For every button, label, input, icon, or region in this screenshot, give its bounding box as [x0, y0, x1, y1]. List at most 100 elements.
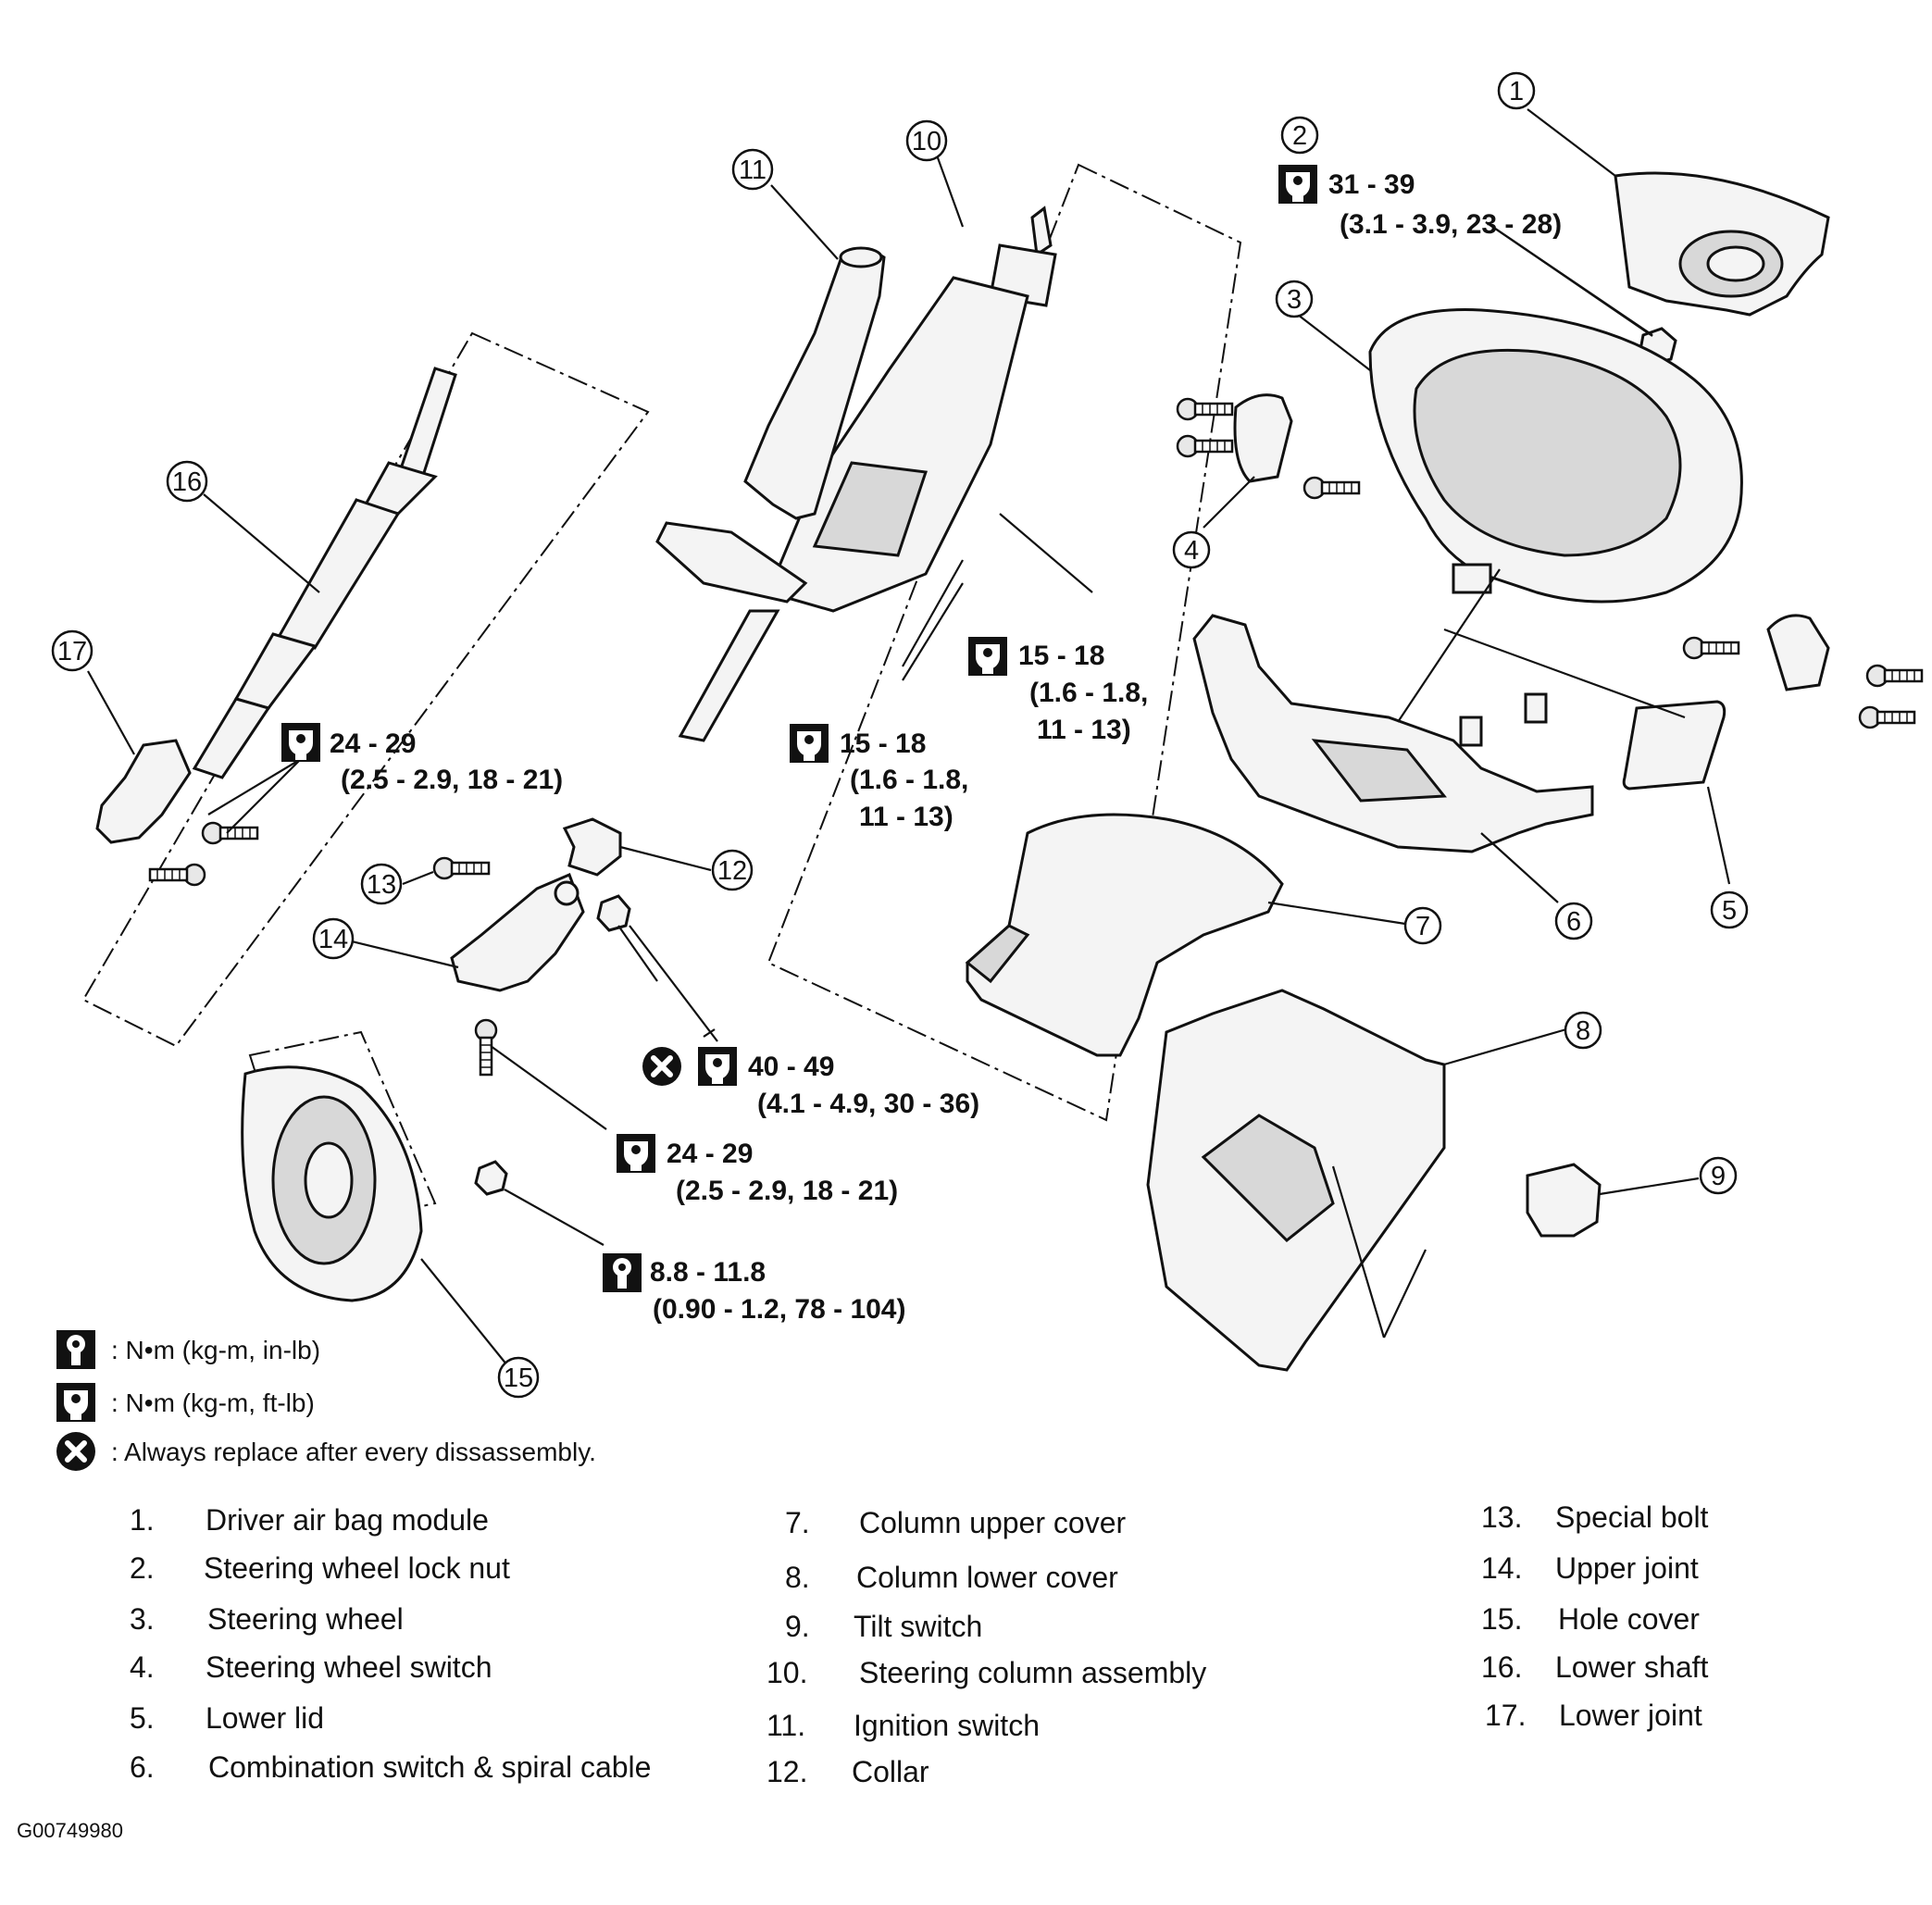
- torque-spec-column-lower: 15 - 18 (1.6 - 1.8, 11 - 13): [790, 724, 968, 832]
- figure-code: G00749980: [17, 1819, 123, 1842]
- svg-text:12.: 12.: [767, 1755, 807, 1788]
- svg-text:1.: 1.: [130, 1503, 155, 1537]
- svg-text:8: 8: [1576, 1016, 1590, 1046]
- svg-text:10: 10: [912, 127, 941, 156]
- callout-11: 11: [731, 148, 774, 191]
- torque-spec-lower-joint: 24 - 29 (2.5 - 2.9, 18 - 21): [281, 723, 563, 795]
- part-collar: [562, 817, 622, 877]
- parts-list-column-1: 1. Driver air bag module 2. Steering wheel…: [130, 1503, 651, 1784]
- svg-text:13: 13: [367, 870, 396, 900]
- torque-wrench-icon: [790, 724, 829, 763]
- callout-2: 2: [1280, 116, 1319, 155]
- svg-text:Combination switch & spiral ca: Combination switch & spiral cable: [208, 1750, 651, 1784]
- svg-text:(2.5 - 2.9, 18 - 21): (2.5 - 2.9, 18 - 21): [676, 1176, 898, 1206]
- legend-item-replace: : Always replace after every dissassembl…: [56, 1432, 596, 1471]
- torque-wrench-icon: [698, 1047, 737, 1086]
- callout-10: 10: [905, 119, 948, 162]
- assembly-frame-left: [81, 331, 650, 1048]
- svg-text:Driver air bag module: Driver air bag module: [206, 1503, 489, 1537]
- svg-text:11.: 11.: [767, 1709, 805, 1742]
- replace-x-icon: [56, 1432, 95, 1471]
- callout-12: 12: [711, 849, 754, 891]
- svg-text:13.: 13.: [1481, 1500, 1522, 1534]
- svg-text:8.8 - 11.8: 8.8 - 11.8: [650, 1257, 766, 1288]
- svg-text:16: 16: [172, 467, 202, 497]
- torque-leader-lines: [207, 221, 1653, 1338]
- svg-text:: N•m (kg-m, ft-lb): : N•m (kg-m, ft-lb): [111, 1388, 315, 1417]
- torque-wrench-icon: [281, 723, 320, 762]
- svg-text:Steering column assembly: Steering column assembly: [859, 1656, 1206, 1689]
- parts-list-column-2: 7.Column upper cover 8.Column lower cove…: [767, 1506, 1206, 1788]
- svg-text:4.: 4.: [130, 1650, 155, 1684]
- svg-text:16.: 16.: [1481, 1650, 1522, 1684]
- svg-text:7.: 7.: [785, 1506, 810, 1539]
- svg-text:5: 5: [1722, 896, 1737, 926]
- svg-text:Steering wheel switch: Steering wheel switch: [206, 1650, 492, 1684]
- torque-spec-column-upper: 15 - 18 (1.6 - 1.8, 11 - 13): [968, 637, 1148, 745]
- part-column-upper-cover: [965, 813, 1284, 1057]
- callout-4: 4: [1172, 530, 1211, 569]
- svg-text:14.: 14.: [1481, 1551, 1522, 1585]
- parts-list: 1. Driver air bag module 2. Steering wheel…: [130, 1500, 1709, 1788]
- callouts: 1 2 3 4 5 6 7 8 9 10 11 12 13 14 15 16 1…: [51, 71, 1749, 1399]
- callout-16: 16: [166, 460, 208, 503]
- svg-text:Lower joint: Lower joint: [1559, 1699, 1702, 1732]
- replace-x-icon: [642, 1047, 681, 1086]
- svg-text:2: 2: [1292, 121, 1307, 151]
- part-steering-wheel-switch: [1176, 393, 1361, 500]
- part-steering-wheel: [1368, 308, 1743, 604]
- torque-wrench-icon: [968, 637, 1007, 676]
- callout-7: 7: [1403, 906, 1442, 945]
- callout-13: 13: [360, 863, 403, 905]
- callout-1: 1: [1497, 71, 1536, 110]
- svg-text:3.: 3.: [130, 1602, 155, 1636]
- part-driver-air-bag-module: [1614, 171, 1830, 317]
- part-combination-switch-spiral-cable: [1192, 614, 1594, 853]
- part-lower-lid: [1622, 614, 1924, 791]
- svg-text:Lower shaft: Lower shaft: [1555, 1650, 1709, 1684]
- callout-8: 8: [1564, 1011, 1602, 1050]
- svg-text:9: 9: [1711, 1162, 1726, 1191]
- svg-text:3: 3: [1287, 285, 1302, 315]
- torque-spec-upper-joint-bolt: 24 - 29 (2.5 - 2.9, 18 - 21): [617, 1134, 898, 1206]
- svg-text:(0.90 - 1.2, 78 - 104): (0.90 - 1.2, 78 - 104): [653, 1294, 906, 1325]
- svg-text:(3.1 - 3.9, 23 - 28): (3.1 - 3.9, 23 - 28): [1340, 209, 1562, 240]
- svg-text:12: 12: [717, 856, 747, 886]
- legend-item-in-lb: : N•m (kg-m, in-lb): [56, 1330, 320, 1369]
- svg-text:24 - 29: 24 - 29: [330, 728, 416, 759]
- svg-text:8.: 8.: [785, 1561, 810, 1594]
- svg-text:: Always replace after every: : Always replace after every dissassembl…: [111, 1438, 596, 1466]
- svg-text:Steering wheel: Steering wheel: [207, 1602, 404, 1636]
- svg-text:Steering wheel lock nut: Steering wheel lock nut: [204, 1551, 510, 1585]
- assembly-frame-center: [767, 163, 1242, 1122]
- svg-text:Upper joint: Upper joint: [1555, 1551, 1699, 1585]
- part-special-bolt: [432, 856, 491, 880]
- svg-text:(4.1 - 4.9, 30 - 36): (4.1 - 4.9, 30 - 36): [757, 1089, 979, 1119]
- svg-text:(2.5 - 2.9, 18 - 21): (2.5 - 2.9, 18 - 21): [341, 765, 563, 795]
- part-steering-column-assembly: [655, 205, 1057, 742]
- svg-text:1: 1: [1509, 77, 1524, 106]
- callout-6: 6: [1554, 902, 1593, 940]
- svg-text:31 - 39: 31 - 39: [1328, 169, 1415, 200]
- legend-item-ft-lb: : N•m (kg-m, ft-lb): [56, 1383, 315, 1422]
- svg-text:7: 7: [1415, 912, 1430, 941]
- torque-wrench-icon: [1278, 165, 1317, 204]
- callout-17: 17: [51, 629, 93, 672]
- part-tilt-switch: [1526, 1163, 1602, 1238]
- svg-text:15 - 18: 15 - 18: [1018, 641, 1104, 671]
- svg-text:9.: 9.: [785, 1610, 810, 1643]
- svg-text:11 - 13): 11 - 13): [1037, 715, 1131, 745]
- svg-text:11 - 13): 11 - 13): [859, 802, 954, 832]
- svg-text:2.: 2.: [130, 1551, 155, 1585]
- callout-5: 5: [1710, 890, 1749, 929]
- svg-text:15: 15: [504, 1363, 533, 1393]
- svg-text:(1.6 - 1.8,: (1.6 - 1.8,: [850, 765, 968, 795]
- torque-wrench-icon: [603, 1253, 642, 1292]
- torque-spec-upper-joint-nut: 40 - 49 (4.1 - 4.9, 30 - 36): [642, 1047, 979, 1119]
- svg-text:Collar: Collar: [852, 1755, 929, 1788]
- svg-text:10.: 10.: [767, 1656, 807, 1689]
- callout-15: 15: [497, 1356, 540, 1399]
- svg-text:14: 14: [318, 925, 348, 954]
- torque-wrench-icon: [617, 1134, 655, 1173]
- callout-14: 14: [312, 917, 355, 960]
